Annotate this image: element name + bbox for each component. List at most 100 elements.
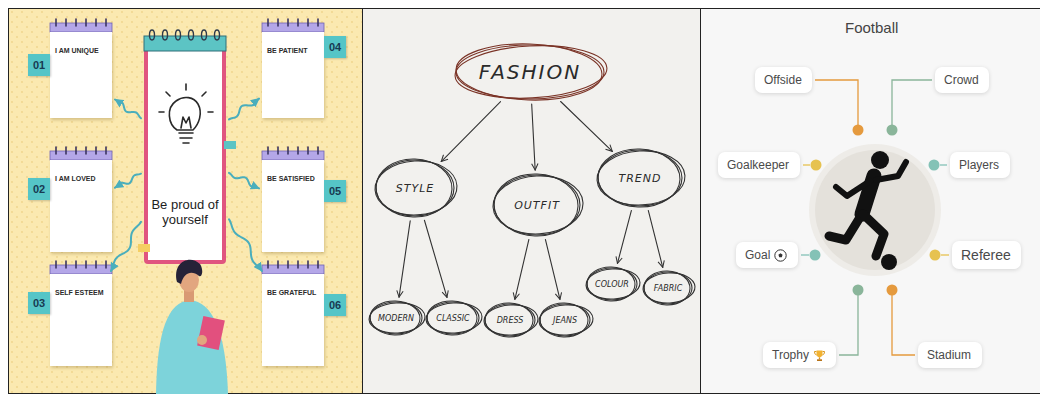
card-label: I AM LOVED	[55, 175, 96, 183]
person-illustration	[156, 300, 228, 394]
mind-map-bubble: MODERN	[369, 301, 423, 335]
bubble-label: STYLE	[396, 182, 435, 195]
note-card: 01I AM UNIQUE	[50, 32, 112, 118]
sketch-arrow	[648, 210, 662, 267]
footballer-silhouette	[863, 214, 884, 256]
affirmation-card-outline	[150, 30, 220, 40]
leader-dot	[810, 250, 821, 261]
affirmation-card-outline	[215, 30, 220, 40]
leader-line	[839, 295, 858, 355]
sketch-arrow	[545, 239, 560, 299]
affirmation-card-outline	[189, 30, 194, 40]
trophy-icon	[817, 359, 822, 361]
leader-line	[892, 80, 932, 125]
callout-number: 05	[324, 180, 346, 202]
sketch-arrow	[617, 210, 631, 263]
player-medallion	[809, 144, 941, 276]
affirmation-card-outline	[176, 30, 181, 40]
term-label: Offside	[764, 73, 802, 87]
affirmation-card-outline	[150, 30, 155, 40]
leader-line	[803, 164, 810, 165]
callout-number: 02	[28, 178, 50, 200]
flag-tab	[224, 141, 236, 149]
notepad-binding	[262, 151, 324, 160]
term-box: Stadium	[918, 342, 982, 368]
leader-dot	[811, 160, 822, 171]
affirmation-card-outline	[202, 30, 207, 40]
term-box: Offside	[755, 67, 812, 93]
connector-group	[111, 99, 663, 300]
leader-dot	[887, 125, 898, 136]
sketch-outline	[426, 300, 477, 336]
leader-dot	[810, 125, 941, 296]
mind-map-bubble: TREND	[597, 149, 683, 207]
lightbulb-icon	[159, 84, 213, 143]
term-label: Players	[959, 158, 999, 172]
bubble-label: TREND	[618, 172, 661, 185]
panel-title: Football	[845, 19, 898, 36]
notepad-binding	[50, 265, 112, 274]
panel-ground	[9, 9, 1040, 394]
mind-map-bubble: CLASSIC	[426, 301, 480, 335]
sketch-arrow	[561, 102, 613, 152]
ball-icon	[775, 249, 786, 260]
sketch-outline	[597, 148, 681, 209]
mind-map-bubble: FASHION	[455, 44, 605, 100]
leader-dot	[853, 285, 864, 296]
term-label: Stadium	[927, 348, 971, 362]
squiggle-arrow	[111, 222, 141, 271]
card-label: BE PATIENT	[267, 47, 308, 55]
term-box: Crowd	[935, 67, 989, 93]
binding-ring	[268, 261, 318, 268]
sketch-outline	[586, 266, 635, 302]
term-label: Trophy	[772, 348, 809, 362]
note-card: BE GRATEFUL06	[262, 274, 324, 366]
person-illustration	[197, 335, 207, 345]
leader-dot	[853, 125, 864, 136]
footballer-silhouette	[876, 162, 906, 180]
panel-border	[8, 8, 1040, 394]
flag-tab	[138, 141, 236, 252]
mind-map-bubble: JEANS	[539, 303, 591, 337]
bubble-label: COLOUR	[595, 280, 629, 289]
card-label: I AM UNIQUE	[55, 47, 99, 55]
affirmation-card-outline	[144, 36, 226, 51]
affirmation-card-outline	[144, 30, 226, 262]
leader-line	[892, 295, 915, 355]
sketch-outline	[643, 270, 690, 306]
squiggle-arrow	[229, 99, 259, 120]
player-medallion	[809, 144, 941, 276]
sketch-outline	[375, 158, 453, 219]
term-box: Goalkeeper	[718, 152, 800, 178]
binding-ring	[56, 261, 106, 268]
squiggle-arrow	[115, 100, 141, 119]
bubble-label: FABRIC	[654, 284, 683, 293]
mind-map-bubble: COLOUR	[586, 267, 638, 301]
panel-ground	[700, 9, 1040, 394]
squiggle-arrow	[115, 174, 141, 188]
term-label: Referee	[961, 247, 1011, 263]
panel-border	[8, 8, 1040, 394]
term-box: Referee	[952, 241, 1021, 269]
note-card: 02I AM LOVED	[50, 160, 112, 252]
binding-ring	[56, 147, 106, 154]
note-card: BE SATISFIED05	[262, 160, 324, 252]
mind-map-bubble: OUTFIT	[493, 174, 581, 236]
notepad-binding	[50, 151, 112, 160]
bubble-label: OUTFIT	[514, 199, 560, 212]
note-card: BE PATIENT04	[262, 32, 324, 118]
footballer-silhouette	[871, 151, 889, 169]
mind-map-bubble: STYLE	[375, 159, 455, 217]
mind-map-bubble: FABRIC	[643, 271, 693, 305]
sketch-outline	[454, 42, 609, 102]
lightbulb-icon	[179, 133, 193, 143]
panel-ground	[362, 9, 700, 394]
callout-number: 03	[28, 292, 50, 314]
card-label: SELF ESTEEM	[55, 289, 104, 297]
trophy-icon	[813, 349, 826, 362]
notepad-binding	[50, 23, 324, 274]
binding-ring	[268, 147, 318, 154]
callout-number: 04	[324, 36, 346, 58]
binding-ring	[268, 19, 318, 26]
card-label: BE SATISFIED	[267, 175, 315, 183]
